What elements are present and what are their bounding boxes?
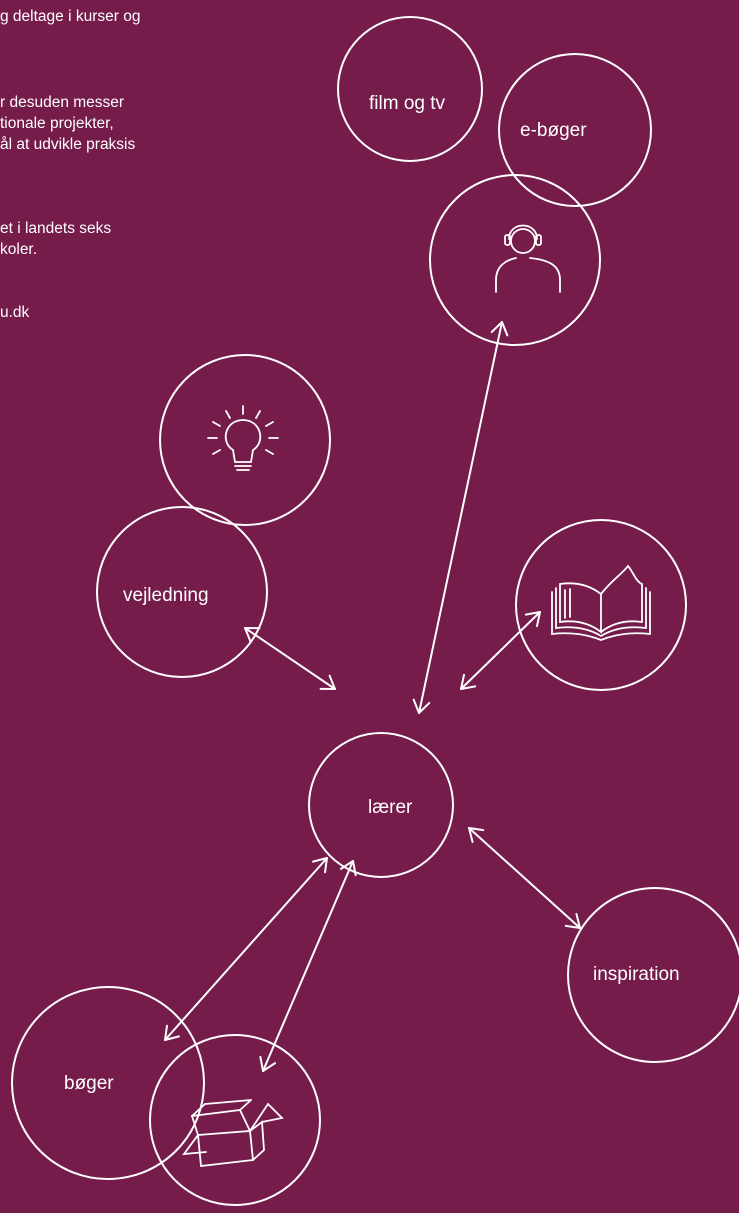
intro-line: koler. — [0, 241, 38, 258]
arrow-center-box — [259, 860, 357, 1072]
headset-circle — [429, 174, 601, 346]
ebooks-circle — [498, 53, 652, 207]
box-circle — [149, 1034, 321, 1206]
intro-paragraph-2: r desuden messer tionale projekter, ål a… — [0, 92, 135, 155]
intro-line: ål at udvikle praksis — [0, 136, 136, 153]
intro-paragraph-1: g deltage i kurser og — [0, 6, 140, 27]
arrow-center-inspiration — [468, 827, 581, 929]
open-book-icon — [551, 564, 651, 641]
intro-line: et i landets seks — [0, 220, 112, 237]
books-label: bøger — [64, 1073, 114, 1094]
guidance-circle — [96, 506, 268, 678]
arrow-center-media — [412, 321, 509, 714]
center-label: lærer — [368, 797, 413, 818]
film-circle — [337, 16, 483, 162]
book-circle — [515, 519, 687, 691]
film-tv-label: film og tv — [369, 93, 446, 114]
guidance-label: vejledning — [123, 585, 209, 606]
intro-line: u.dk — [0, 304, 30, 321]
arrow-center-guidance — [244, 627, 336, 690]
intro-line: tionale projekter, — [0, 115, 114, 132]
inspiration-circle — [567, 887, 739, 1063]
intro-paragraph-4: u.dk — [0, 302, 29, 323]
intro-paragraph-3: et i landets seks koler. — [0, 218, 111, 260]
arrow-center-book — [460, 611, 541, 690]
intro-line: g deltage i kurser og — [0, 8, 141, 25]
arrow-center-books — [164, 857, 328, 1041]
inspiration-label: inspiration — [593, 964, 680, 985]
ebooks-label: e-bøger — [520, 120, 587, 141]
media-blob — [337, 16, 652, 346]
center-circle — [308, 732, 454, 878]
open-box-icon — [182, 1099, 284, 1167]
lightbulb-icon — [207, 405, 279, 471]
books-circle — [11, 986, 205, 1180]
lightbulb-circle — [159, 354, 331, 526]
books-blob — [11, 986, 321, 1206]
guidance-blob — [96, 354, 331, 678]
headset-person-icon — [495, 224, 561, 293]
intro-line: r desuden messer — [0, 94, 125, 111]
